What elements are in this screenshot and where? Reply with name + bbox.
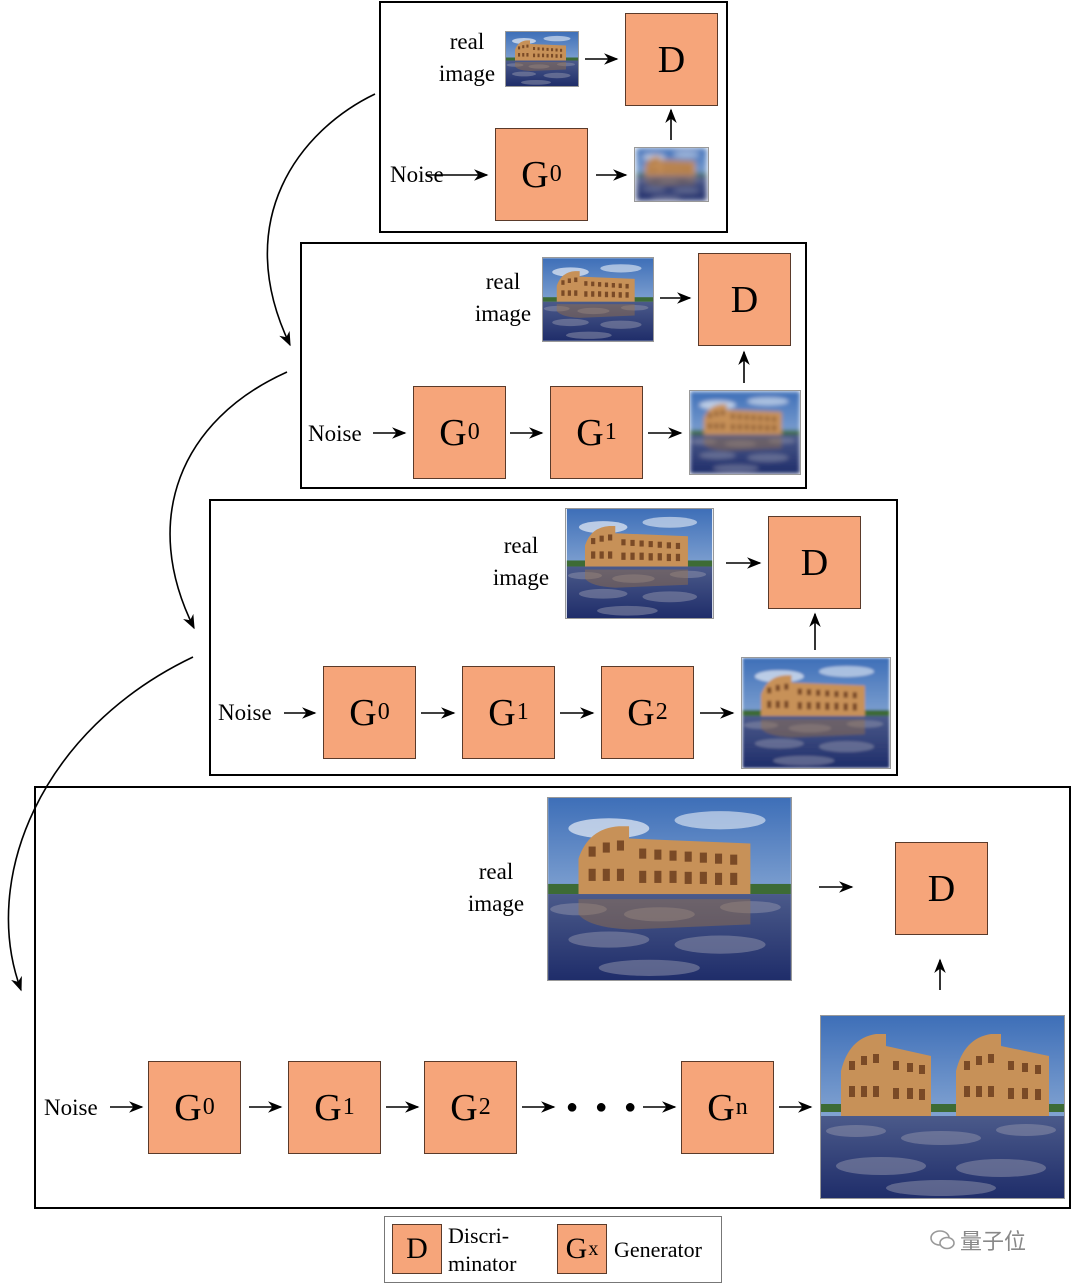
discriminator-symbol: D (730, 278, 759, 321)
generated-image-thumbnail (634, 147, 709, 202)
generator-index: 0 (202, 1094, 215, 1120)
progression-arrow (266, 93, 376, 347)
discriminator-box: D (625, 13, 718, 106)
watermark: 量子位 (930, 1224, 1026, 1257)
generator-prefix: G (576, 411, 604, 454)
legend-generator-text: Generator (614, 1237, 702, 1262)
noise-label: Noise (308, 421, 362, 446)
generator-prefix: G (627, 691, 655, 734)
legend-g-symbol: G (565, 1232, 588, 1265)
ellipsis-dots: ● ● ● (566, 1096, 643, 1118)
image-label-word: image (492, 565, 550, 590)
generator-index: 2 (478, 1094, 491, 1120)
generator-index: 0 (549, 161, 562, 187)
generator-index: 2 (655, 699, 668, 725)
legend-discriminator-swatch: D (392, 1224, 442, 1274)
discriminator-box: D (895, 842, 988, 935)
real-image-thumbnail (505, 31, 579, 87)
discriminator-box: D (768, 516, 861, 609)
generated-image-thumbnail (741, 657, 891, 769)
progression-arrow (7, 656, 194, 992)
noise-label: Noise (218, 700, 272, 725)
legend-d-line-1: Discri- (448, 1223, 510, 1248)
real-image-thumbnail (547, 797, 792, 981)
discriminator-box: D (698, 253, 791, 346)
legend-discriminator-text: Discri- minator (448, 1222, 516, 1278)
generated-image-thumbnail (820, 1015, 1065, 1199)
discriminator-symbol: D (800, 541, 829, 584)
real-image-label: real image (430, 26, 504, 90)
image-label-word: image (474, 301, 532, 326)
real-label-word: real (503, 533, 539, 558)
generated-image-thumbnail (689, 390, 801, 475)
real-image-thumbnail (565, 508, 714, 619)
real-label-word: real (449, 29, 485, 54)
watermark-text: 量子位 (960, 1230, 1027, 1255)
generator-index: n (735, 1094, 748, 1120)
generator-prefix: G (174, 1086, 202, 1129)
legend-g-sub: x (588, 1237, 599, 1260)
real-label-word: real (478, 859, 514, 884)
generator-prefix: G (521, 153, 549, 196)
generator-prefix: G (707, 1086, 735, 1129)
real-image-label: real image (459, 856, 533, 920)
generator-prefix: G (439, 411, 467, 454)
real-image-label: real image (484, 530, 558, 594)
generator-index: 1 (604, 419, 617, 445)
legend-d-symbol: D (406, 1232, 428, 1265)
noise-label: Noise (44, 1095, 98, 1120)
generator-index: 0 (377, 699, 390, 725)
wechat-icon (930, 1229, 956, 1257)
generator-index: 1 (516, 699, 529, 725)
progression-arrow (169, 371, 288, 630)
real-image-thumbnail (542, 257, 654, 342)
image-label-word: image (438, 61, 496, 86)
discriminator-symbol: D (657, 38, 686, 81)
generator-prefix: G (314, 1086, 342, 1129)
generator-prefix: G (349, 691, 377, 734)
generator-prefix: G (450, 1086, 478, 1129)
generator-index: 0 (467, 419, 480, 445)
image-label-word: image (467, 891, 525, 916)
discriminator-symbol: D (927, 867, 956, 910)
generator-prefix: G (488, 691, 516, 734)
real-image-label: real image (466, 266, 540, 330)
generator-index: 1 (342, 1094, 355, 1120)
legend-d-line-2: minator (448, 1251, 517, 1276)
real-label-word: real (485, 269, 521, 294)
